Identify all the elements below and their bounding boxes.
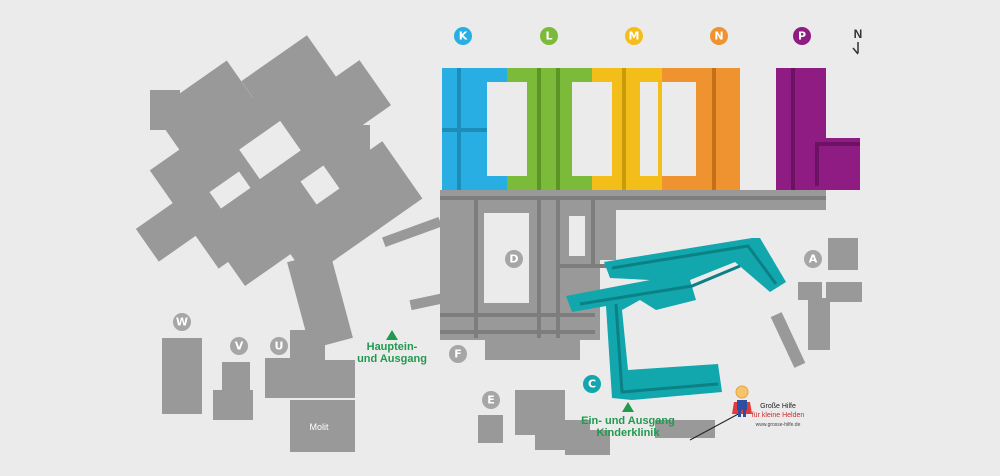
compass-label: N	[854, 27, 863, 41]
wing-l-letter: L	[545, 30, 552, 43]
north-arrow-icon	[852, 42, 859, 55]
building-w-letter: W	[176, 316, 188, 329]
wing-label-m[interactable]: M	[625, 27, 643, 45]
building-u-letter: U	[275, 340, 284, 353]
building-label-u[interactable]: U	[270, 337, 288, 355]
wing-labels: K L M N P	[454, 27, 811, 45]
main-building-complex	[135, 35, 461, 360]
kids-entrance[interactable]: Ein- und Ausgang Kinderklinik	[581, 402, 675, 439]
entrance-triangle-icon	[386, 330, 398, 340]
kids-entrance-line1: Ein- und Ausgang	[581, 415, 675, 427]
building-label-e[interactable]: E	[482, 391, 500, 409]
building-v-letter: V	[235, 340, 244, 353]
wing-label-p[interactable]: P	[793, 27, 811, 45]
entrance-triangle-icon	[622, 402, 634, 412]
molit-label: Molit	[309, 422, 329, 432]
wing-m	[592, 68, 662, 190]
building-label-w[interactable]: W	[173, 313, 191, 331]
main-entrance[interactable]: Hauptein- und Ausgang	[357, 330, 427, 365]
building-a-letter: A	[809, 253, 818, 266]
compass: N	[852, 27, 863, 55]
wing-p-letter: P	[798, 30, 806, 43]
wing-label-k[interactable]: K	[454, 27, 472, 45]
logo-url: www.grosse-hilfe.de	[756, 422, 801, 428]
building-label-f[interactable]: F	[449, 345, 467, 363]
main-entrance-line1: Hauptein-	[367, 341, 418, 353]
building-c-letter: C	[588, 378, 596, 391]
building-e-letter: E	[487, 394, 495, 407]
wing-p	[776, 68, 860, 190]
wing-label-l[interactable]: L	[540, 27, 558, 45]
wing-k-letter: K	[459, 30, 468, 43]
wing-k	[442, 68, 507, 190]
logo-line2: für kleine Helden	[752, 412, 805, 419]
grosse-hilfe-logo[interactable]: Große Hilfe für kleine Helden www.grosse…	[689, 385, 805, 441]
wing-l	[507, 68, 592, 190]
building-label-a[interactable]: A	[804, 250, 822, 268]
building-a	[770, 238, 862, 368]
kids-entrance-line2: Kinderklinik	[597, 427, 661, 439]
building-labels: A C D E F U V W	[173, 250, 822, 409]
wing-n-letter: N	[714, 30, 723, 43]
building-c	[566, 238, 786, 400]
wing-n	[662, 68, 740, 190]
logo-line1: Große Hilfe	[760, 403, 796, 410]
building-f-letter: F	[454, 348, 462, 361]
main-entrance-line2: und Ausgang	[357, 353, 427, 365]
building-label-v[interactable]: V	[230, 337, 248, 355]
building-label-c[interactable]: C	[583, 375, 601, 393]
lower-buildings	[162, 338, 715, 455]
logo-pointer-line	[689, 411, 743, 441]
wing-m-letter: M	[629, 30, 640, 43]
wing-label-n[interactable]: N	[710, 27, 728, 45]
building-label-d[interactable]: D	[505, 250, 523, 268]
building-d-letter: D	[509, 253, 518, 266]
superhero-icon	[732, 385, 752, 417]
